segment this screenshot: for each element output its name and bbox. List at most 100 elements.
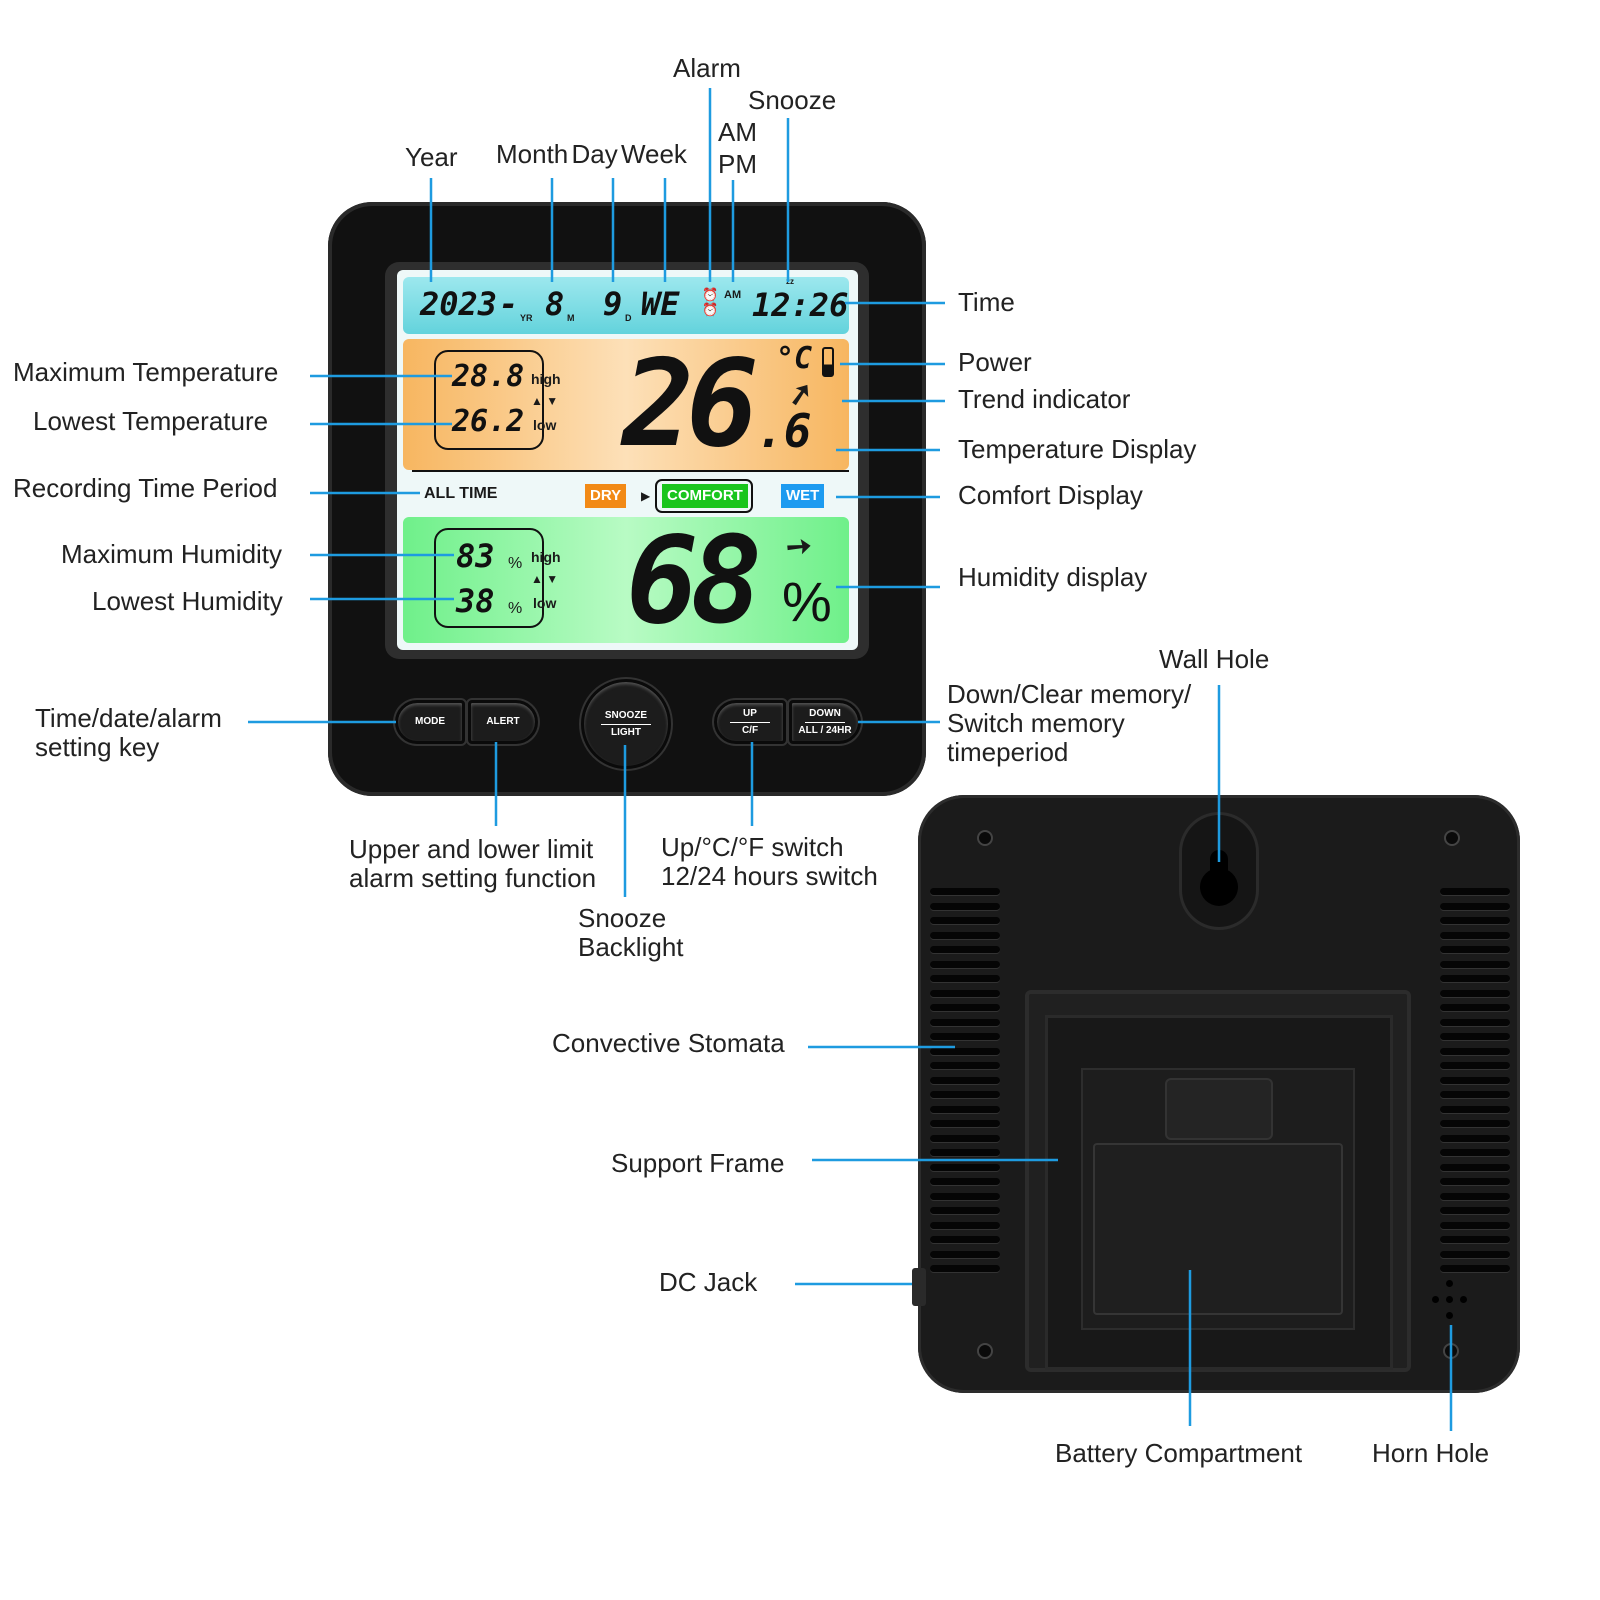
convective-vent bbox=[1440, 1105, 1510, 1113]
convective-vent bbox=[930, 975, 1000, 982]
all24-button-label: ALL / 24HR bbox=[798, 724, 852, 736]
label-humidity-display: Humidity display bbox=[958, 562, 1148, 592]
time-value: 12:26 bbox=[752, 286, 849, 324]
label-max-humidity: Maximum Humidity bbox=[61, 539, 283, 569]
dc-jack bbox=[912, 1268, 926, 1306]
convective-vent bbox=[930, 1221, 1000, 1229]
high-label: high bbox=[531, 549, 561, 565]
down-button-label: DOWN bbox=[809, 707, 841, 719]
convective-vent bbox=[930, 1047, 1000, 1055]
max-humidity-value: 83 bbox=[456, 537, 495, 575]
convective-vent bbox=[930, 1192, 1000, 1200]
trend-up-arrow-icon: ➚ bbox=[785, 376, 816, 413]
convective-vent bbox=[1440, 917, 1510, 924]
convective-vent bbox=[930, 902, 1000, 910]
convective-vent bbox=[930, 1236, 1000, 1243]
convective-vent bbox=[1440, 1149, 1510, 1156]
convective-vent bbox=[930, 1134, 1000, 1142]
convective-vent bbox=[1440, 1163, 1510, 1171]
convective-vent bbox=[930, 1250, 1000, 1258]
high-label: high bbox=[531, 371, 561, 387]
max-humidity-unit: % bbox=[508, 555, 523, 572]
temperature-decimal: .6 bbox=[756, 404, 812, 458]
month-unit: M bbox=[567, 313, 575, 323]
comfort-frame bbox=[655, 479, 753, 513]
convective-vent bbox=[1440, 1018, 1510, 1026]
convective-vent bbox=[1440, 1062, 1510, 1069]
label-wall-hole: Wall Hole bbox=[1159, 644, 1270, 674]
convective-vent bbox=[930, 931, 1000, 939]
battery-compartment bbox=[1093, 1143, 1343, 1315]
convective-vent bbox=[1440, 1091, 1510, 1098]
convective-vent bbox=[1440, 1250, 1510, 1258]
convective-vent bbox=[1440, 1192, 1510, 1200]
convective-vent bbox=[930, 1265, 1000, 1272]
convective-vent bbox=[1440, 1134, 1510, 1142]
convective-vent bbox=[1440, 960, 1510, 968]
convective-vent bbox=[1440, 1120, 1510, 1127]
convective-vent bbox=[1440, 931, 1510, 939]
label-period: Recording Time Period bbox=[13, 473, 278, 503]
up-down-arrows-icon: ▲ ▼ bbox=[531, 572, 559, 586]
screw-icon bbox=[977, 830, 993, 846]
mode-button[interactable]: MODE bbox=[395, 700, 465, 744]
label-support-frame: Support Frame bbox=[611, 1148, 785, 1178]
cf-button-label: C/F bbox=[741, 724, 759, 736]
convective-vent bbox=[1440, 1236, 1510, 1243]
year-unit: YR bbox=[520, 313, 533, 323]
convective-vent bbox=[1440, 1207, 1510, 1214]
label-low-humidity: Lowest Humidity bbox=[92, 586, 283, 616]
up-cf-button[interactable]: UP C/F bbox=[714, 700, 786, 744]
convective-vent bbox=[1440, 989, 1510, 997]
convective-vent bbox=[1440, 946, 1510, 953]
humidity-minmax-box bbox=[434, 528, 544, 628]
alert-button[interactable]: ALERT bbox=[468, 700, 538, 744]
date-time-bar bbox=[403, 277, 849, 334]
dry-indicator: DRY bbox=[585, 484, 627, 508]
label-pm: PM bbox=[718, 149, 757, 179]
convective-vent bbox=[1440, 1033, 1510, 1040]
wet-indicator: WET bbox=[781, 484, 825, 508]
convective-vent bbox=[1440, 888, 1510, 895]
label-low-temp: Lowest Temperature bbox=[33, 406, 269, 436]
battery-icon bbox=[822, 347, 834, 377]
humidity-unit: % bbox=[782, 570, 832, 633]
convective-vent bbox=[930, 917, 1000, 924]
convective-vent bbox=[930, 946, 1000, 953]
screw-icon bbox=[1444, 830, 1460, 846]
convective-vent bbox=[1440, 975, 1510, 982]
label-dc-jack: DC Jack bbox=[659, 1267, 758, 1297]
alarm-icon: ⏰⏰ bbox=[702, 287, 719, 317]
label-month-day-week: Month Day Week bbox=[496, 139, 687, 169]
convective-vent bbox=[1440, 902, 1510, 910]
convective-vent bbox=[1440, 1076, 1510, 1084]
label-trend: Trend indicator bbox=[958, 384, 1131, 414]
alert-button-label: ALERT bbox=[486, 716, 520, 727]
convective-vent bbox=[1440, 1221, 1510, 1229]
convective-vent bbox=[930, 1178, 1000, 1185]
wall-hole-slot bbox=[1210, 850, 1228, 886]
period-label: ALL TIME bbox=[424, 485, 498, 502]
screw-icon bbox=[1443, 1343, 1459, 1359]
down-all24-button[interactable]: DOWN ALL / 24HR bbox=[789, 700, 861, 744]
humidity-value: 68 bbox=[626, 512, 762, 651]
low-label: low bbox=[533, 417, 557, 433]
battery-latch bbox=[1165, 1078, 1273, 1140]
up-button-label: UP bbox=[743, 707, 757, 719]
convective-vent bbox=[930, 1062, 1000, 1069]
convective-vent bbox=[930, 1076, 1000, 1084]
convective-vent bbox=[930, 1207, 1000, 1214]
comfort-indicator: COMFORT bbox=[662, 484, 748, 508]
up-down-arrows-icon: ▲ ▼ bbox=[531, 394, 559, 408]
mode-button-label: MODE bbox=[415, 716, 445, 727]
snooze-indicator: zz bbox=[786, 277, 794, 286]
pointer-icon: ▶ bbox=[641, 489, 651, 503]
day-value: 9 bbox=[603, 285, 623, 323]
horn-hole bbox=[1428, 1278, 1474, 1324]
label-convective-stomata: Convective Stomata bbox=[552, 1028, 785, 1058]
